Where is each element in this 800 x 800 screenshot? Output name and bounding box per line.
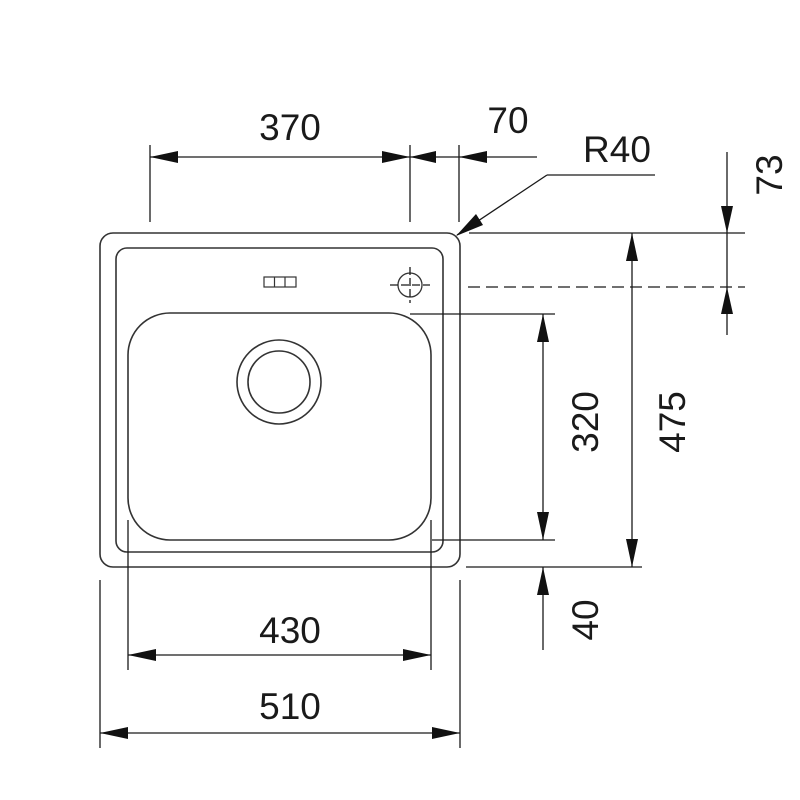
dimension-73: 73 — [721, 152, 790, 335]
dimension-label-320: 320 — [565, 391, 606, 453]
dimension-475: 475 — [626, 233, 693, 567]
dimension-label-70: 70 — [487, 100, 528, 141]
dimension-label-r40: R40 — [583, 129, 651, 170]
dimension-370-70: 370 70 — [149, 100, 537, 222]
drain-outer-ring — [236, 339, 322, 425]
dimension-label-40: 40 — [565, 599, 606, 640]
overflow-slots-icon — [263, 276, 297, 288]
dimension-label-475: 475 — [652, 391, 693, 453]
dimension-430: 430 — [127, 520, 432, 670]
tap-hole-icon — [390, 267, 430, 303]
dimension-label-510: 510 — [259, 686, 321, 727]
sink-outer-edge — [99, 232, 461, 568]
radius-leader: R40 — [456, 129, 655, 236]
sink-inner-rim — [115, 247, 444, 553]
dimension-label-370: 370 — [259, 107, 321, 148]
bowl-outline — [127, 312, 432, 541]
drain-inner-ring — [247, 350, 311, 414]
sink-outline — [99, 232, 461, 568]
dimension-40: 40 — [537, 567, 606, 650]
dimension-label-430: 430 — [259, 610, 321, 651]
dimension-510: 510 — [99, 580, 461, 748]
dimension-label-73: 73 — [749, 154, 790, 195]
dimension-320: 320 — [537, 314, 606, 540]
